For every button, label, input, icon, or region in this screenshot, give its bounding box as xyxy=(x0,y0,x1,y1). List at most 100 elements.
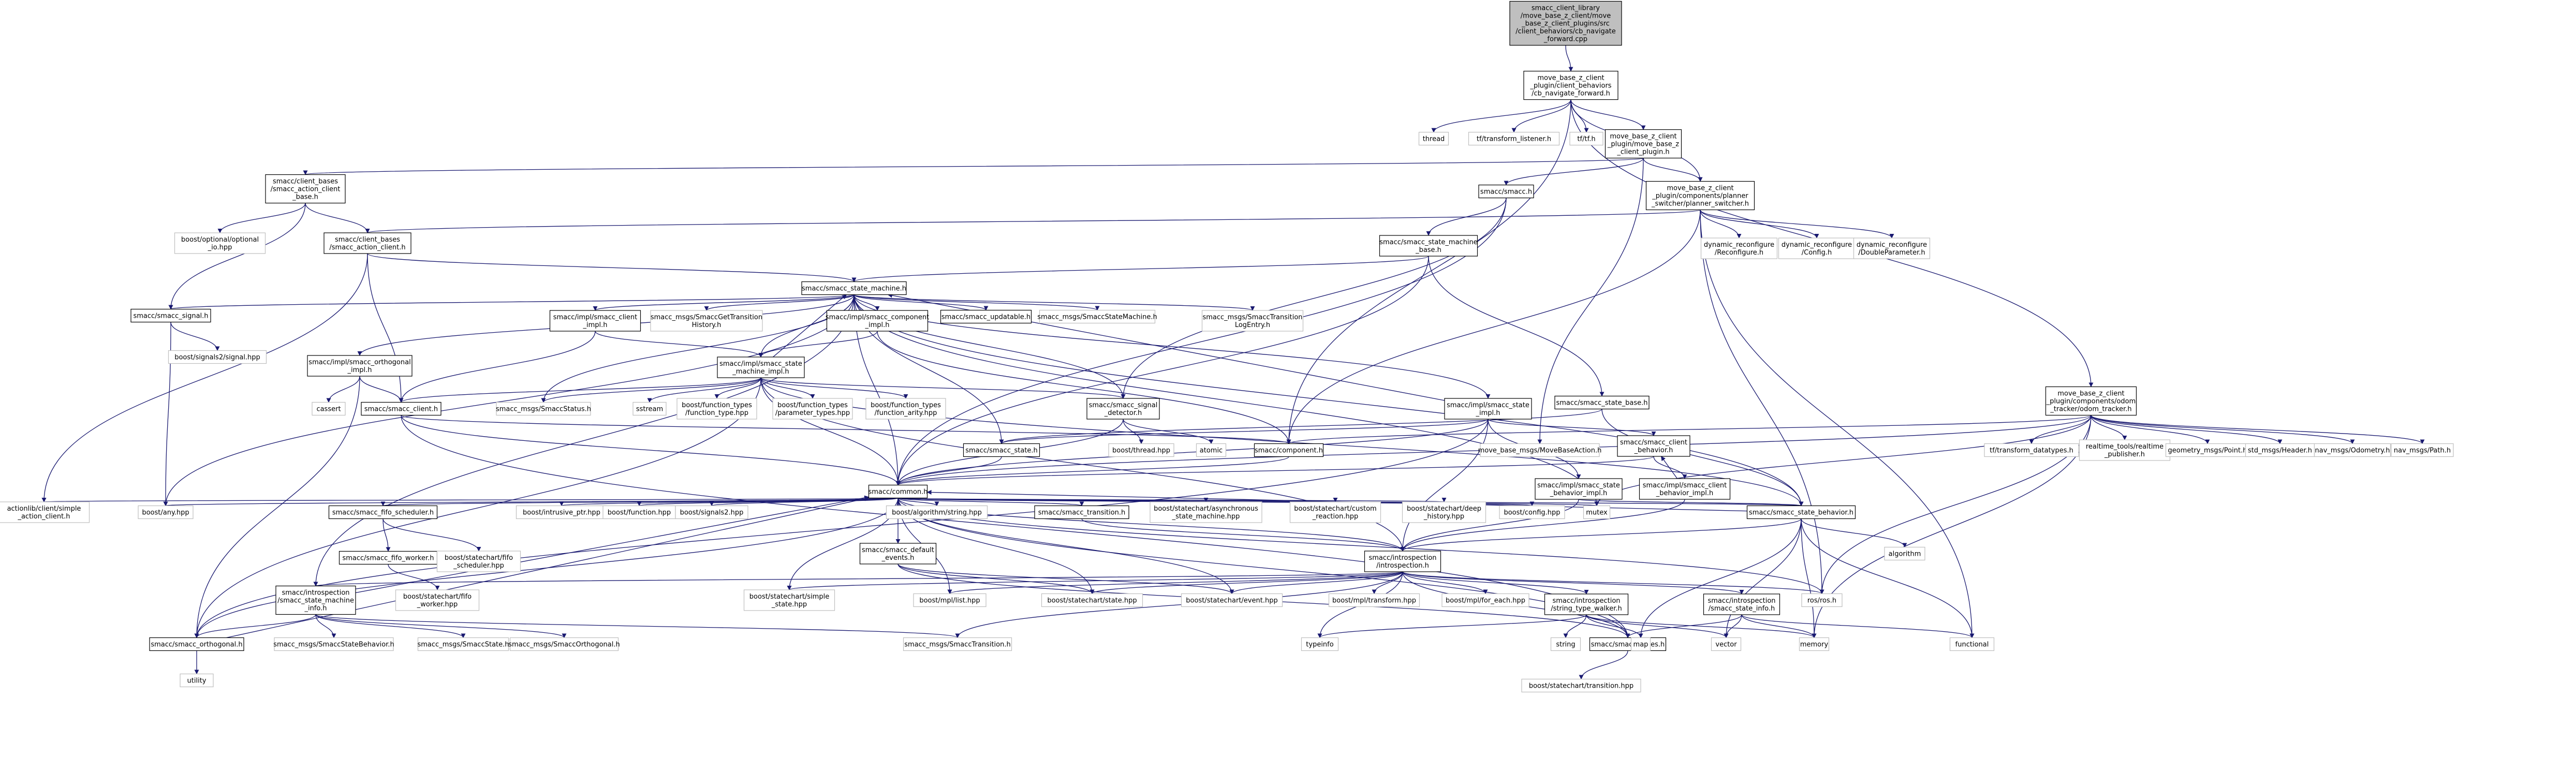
node-common-h[interactable]: smacc/common.h xyxy=(868,484,928,499)
node-msg-state: smacc_msgs/SmaccState.h xyxy=(418,637,509,651)
edge-odom-tracker-to-ros-h xyxy=(1819,415,2092,594)
node-label-line: /function_arity.hpp xyxy=(875,409,937,417)
node-box xyxy=(2079,439,2171,461)
node-label-line: boost/thread.hpp xyxy=(1112,447,1170,455)
node-move-base-z-h[interactable]: move_base_z_client_plugin/move_base_z_cl… xyxy=(1605,129,1682,159)
node-label-line: sstream xyxy=(636,406,663,413)
node-smacc-h[interactable]: smacc/smacc.h xyxy=(1478,184,1534,199)
node-state-info[interactable]: smacc/introspection/smacc_state_info.h xyxy=(1703,593,1780,615)
edge-state-base-to-state-behavior-h xyxy=(1601,409,1804,507)
node-label-line: boost/statechart/simple xyxy=(749,593,829,601)
edge-cb-nav-fwd-to-component-h xyxy=(1286,99,1571,444)
node-action-client[interactable]: smacc/client_bases/smacc_action_client.h xyxy=(323,232,411,254)
edge-move-base-z-h-to-planner-switcher xyxy=(1643,158,1703,182)
node-label-line: /smacc_state_machine xyxy=(277,597,354,605)
node-sm-info[interactable]: smacc/introspection/smacc_state_machine_… xyxy=(275,585,356,615)
node-box xyxy=(1544,593,1629,615)
node-label-line: _detector.h xyxy=(1104,409,1142,417)
node-label-line: smacc/component.h xyxy=(1255,447,1323,455)
edge-sm-base-to-common-h xyxy=(895,256,1429,486)
node-box xyxy=(1523,70,1618,100)
node-component-impl[interactable]: smacc/impl/smacc_component_impl.h xyxy=(826,310,929,332)
node-action-client-base[interactable]: smacc/client_bases/smacc_action_client_b… xyxy=(265,174,346,204)
node-label-line: _scheduler.hpp xyxy=(453,562,504,570)
node-label-line: boost/mpl/list.hpp xyxy=(919,597,980,605)
edge-sm-impl-to-ft-function-arity xyxy=(760,377,908,399)
node-label-line: smacc/impl/smacc_state xyxy=(1537,482,1620,489)
node-state-h[interactable]: smacc/smacc_state.h xyxy=(963,443,1040,457)
node-label-line: boost/statechart/event.hpp xyxy=(1186,597,1277,605)
node-sm-base[interactable]: smacc/smacc_state_machine_base.h xyxy=(1379,235,1478,257)
node-label-line: boost/statechart/transition.hpp xyxy=(1529,682,1633,690)
node-box xyxy=(903,637,1012,651)
node-label-line: smacc/impl/smacc_state xyxy=(719,360,802,368)
node-label-line: smacc/common.h xyxy=(868,488,928,496)
node-label-line: smacc/smacc_state_machine xyxy=(1379,239,1478,246)
node-sm-impl[interactable]: smacc/impl/smacc_state_machine_impl.h xyxy=(717,356,805,378)
node-transition-h[interactable]: smacc/smacc_transition.h xyxy=(1034,505,1129,519)
node-state-machine[interactable]: smacc/smacc_state_machine.h xyxy=(801,281,907,295)
node-client-behavior-impl[interactable]: smacc/impl/smacc_client_behavior_impl.h xyxy=(1639,478,1731,500)
node-box xyxy=(1703,593,1780,615)
edge-introspection-h-to-mpl-transform xyxy=(1372,571,1403,594)
edge-sm-info-to-msg-orthogonal xyxy=(315,614,567,638)
node-types-h[interactable]: smacc/smacc_types.h xyxy=(1589,637,1667,651)
node-nav-odometry: nav_msgs/Odometry.h xyxy=(2314,443,2391,457)
node-label-line: move_base_z_client xyxy=(1610,133,1676,141)
node-signal-h[interactable]: smacc/smacc_signal.h xyxy=(130,308,211,323)
edge-state-machine-to-boost-any xyxy=(163,294,855,507)
edge-sm-impl-to-sstream xyxy=(647,377,761,403)
node-nav-path: nav_msgs/Path.h xyxy=(2391,443,2454,457)
node-state-behavior-impl[interactable]: smacc/impl/smacc_state_behavior_impl.h xyxy=(1535,478,1623,500)
node-root[interactable]: smacc_client_library/move_base_z_client/… xyxy=(1509,1,1622,46)
node-odom-tracker[interactable]: move_base_z_client_plugin/components/odo… xyxy=(2045,386,2137,416)
node-boost-optional: boost/optional/optional_io.hpp xyxy=(174,232,266,254)
node-state-base[interactable]: smacc/smacc_state_base.h xyxy=(1554,395,1650,410)
edge-client-behavior-impl-to-introspection-h xyxy=(1400,499,1685,552)
node-custom-reaction: boost/statechart/custom_reaction.hpp xyxy=(1289,501,1381,523)
edge-state-behavior-h-to-introspection-h xyxy=(1400,518,1802,552)
node-introspection-h[interactable]: smacc/introspection/introspection.h xyxy=(1364,551,1441,572)
edge-sm-impl-to-ft-function-type xyxy=(714,377,761,399)
node-ft-function-arity: boost/function_types/function_arity.hpp xyxy=(865,398,946,420)
node-box xyxy=(717,356,805,378)
edge-transition-h-to-introspection-h xyxy=(1081,518,1405,552)
node-signal-detector[interactable]: smacc/smacc_signal_detector.h xyxy=(1086,398,1160,420)
node-label-line: nav_msgs/Odometry.h xyxy=(2315,447,2390,455)
node-default-events[interactable]: smacc/smacc_default_events.h xyxy=(859,543,937,564)
edge-state-machine-to-get-transition xyxy=(704,294,855,311)
node-fifo-worker[interactable]: smacc/smacc_fifo_worker.h xyxy=(338,551,438,565)
node-label-line: boost/statechart/asynchronous xyxy=(1154,505,1258,513)
node-async-sm: boost/statechart/asynchronous_state_mach… xyxy=(1150,501,1262,523)
node-sc-state: boost/statechart/state.hpp xyxy=(1041,593,1143,607)
node-box xyxy=(1379,235,1478,257)
node-box xyxy=(307,355,413,377)
edge-sm-info-to-msg-state-behavior xyxy=(315,614,336,638)
node-box xyxy=(1554,395,1650,410)
node-orthogonal-h[interactable]: smacc/smacc_orthogonal.h xyxy=(149,637,244,651)
node-label-line: smacc/smacc_state.h xyxy=(965,447,1038,455)
node-label-line: smacc_msgs/SmaccGetTransition xyxy=(651,314,762,321)
node-state-impl[interactable]: smacc/impl/smacc_state_impl.h xyxy=(1444,398,1532,420)
node-mpl-transform: boost/mpl/transform.hpp xyxy=(1328,593,1420,607)
node-label-line: _machine_impl.h xyxy=(732,368,789,376)
node-fifo-scheduler[interactable]: smacc/smacc_fifo_scheduler.h xyxy=(328,505,438,519)
node-deep-history: boost/statechart/deep_history.hpp xyxy=(1402,501,1486,523)
node-string-type-walker[interactable]: smacc/introspection/string_type_walker.h xyxy=(1544,593,1629,615)
node-client-behavior-h[interactable]: smacc/smacc_client_behavior.h xyxy=(1617,435,1690,457)
node-label-line: smacc/impl/smacc_client xyxy=(1643,482,1727,489)
edge-sm-impl-to-signal-detector xyxy=(760,377,1126,399)
node-box xyxy=(1150,501,1262,523)
node-updatable[interactable]: smacc/smacc_updatable.h xyxy=(940,309,1032,324)
node-orthogonal-impl[interactable]: smacc/impl/smacc_orthogonal_impl.h xyxy=(307,355,413,377)
node-cb-nav-fwd[interactable]: move_base_z_client_plugin/client_behavio… xyxy=(1523,70,1618,100)
node-client-impl[interactable]: smacc/impl/smacc_client_impl.h xyxy=(549,310,641,332)
node-state-behavior-h[interactable]: smacc/smacc_state_behavior.h xyxy=(1746,505,1856,519)
node-planner-switcher[interactable]: move_base_z_client_plugin/components/pla… xyxy=(1645,181,1755,211)
node-label-line: _behavior.h xyxy=(1634,447,1673,454)
node-component-h[interactable]: smacc/component.h xyxy=(1254,443,1324,457)
edge-state-info-to-memory xyxy=(1741,614,1817,638)
node-label-line: LogEntry.h xyxy=(1235,321,1270,329)
node-label-line: dynamic_reconfigure xyxy=(1782,241,1852,249)
node-client-h[interactable]: smacc/smacc_client.h xyxy=(361,402,441,416)
